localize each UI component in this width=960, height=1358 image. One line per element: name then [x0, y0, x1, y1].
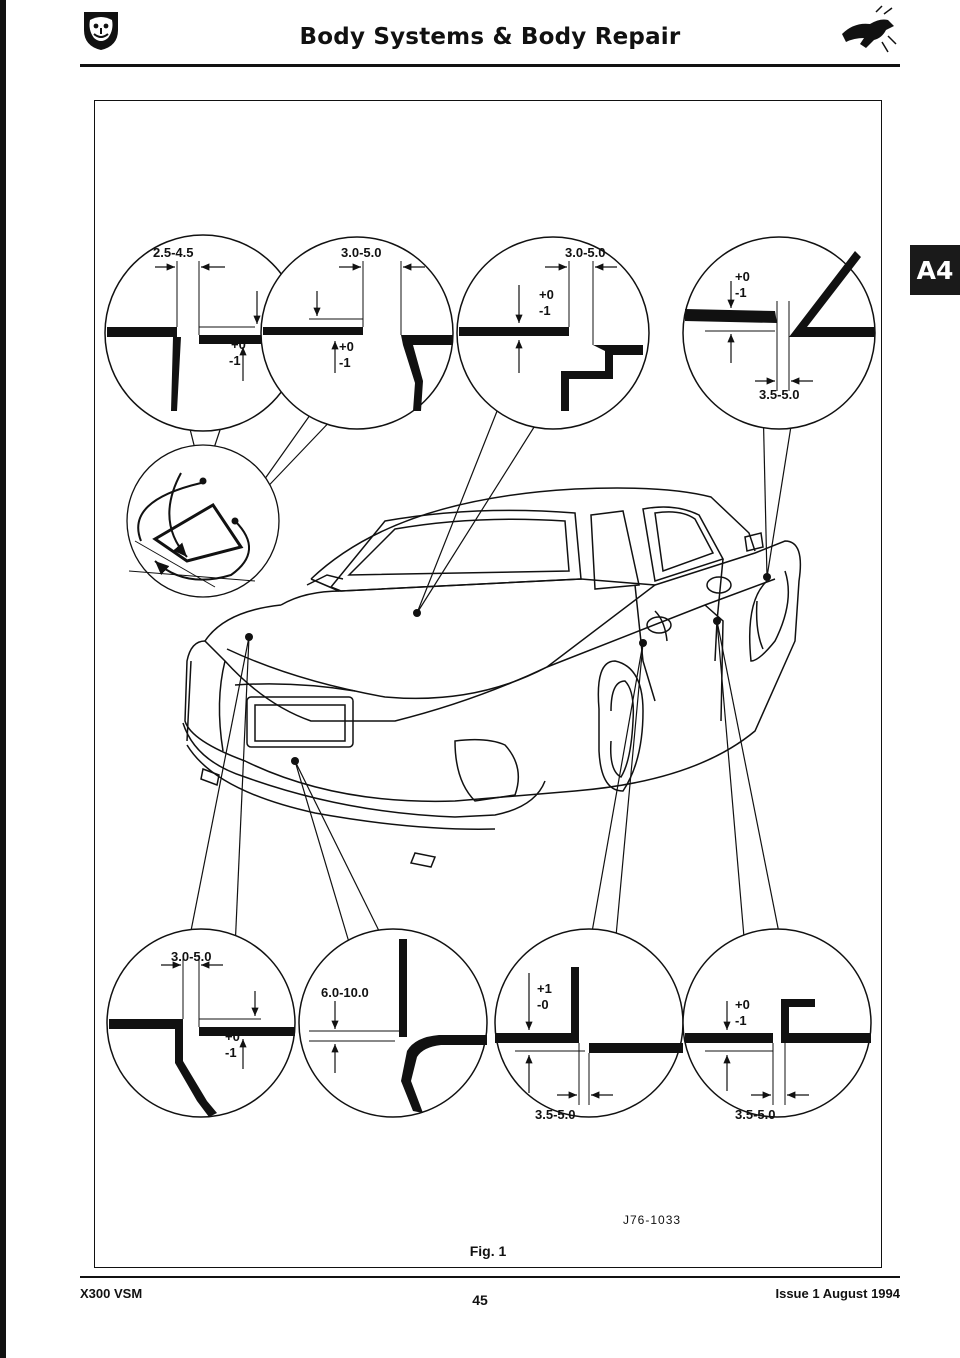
detail-circle-fuel-flap: [126, 444, 280, 598]
gap-label-top-4: 3.5-5.0: [759, 387, 799, 402]
flush-upper-label-top-3: +0: [539, 287, 554, 302]
flush-upper-label-top-1: +0: [231, 337, 246, 352]
footer-issue-date: Issue 1 August 1994: [775, 1286, 900, 1301]
gap-label-bottom-3: 3.5-5.0: [535, 1107, 575, 1122]
page-title: Body Systems & Body Repair: [299, 24, 681, 50]
leader-lines-bottom: [186, 620, 782, 952]
leaping-cat-emblem-icon: [842, 5, 897, 53]
detail-circle-top-4: [682, 236, 876, 430]
gap-label-top-3: 3.0-5.0: [565, 245, 605, 260]
header-rule: [80, 64, 900, 67]
figure-reference-code: J76-1033: [623, 1213, 682, 1227]
flush-lower-label-top-3: -1: [539, 303, 551, 318]
detail-circle-top-1: [104, 234, 302, 432]
flush-lower-label-bottom-1: -1: [225, 1045, 237, 1060]
detail-circle-bottom-4: [682, 928, 872, 1118]
vehicle-outline: [182, 487, 802, 868]
panel-gap-illustration: 2.5-4.5 +0 -1 3.0-5.0 +0 -1 3.0-5.0 +0 -…: [104, 234, 876, 1122]
detail-circle-top-3: [456, 236, 650, 430]
flush-upper-label-bottom-1: +0: [225, 1029, 240, 1044]
figure-frame: 2.5-4.5 +0 -1 3.0-5.0 +0 -1 3.0-5.0 +0 -…: [94, 100, 882, 1268]
gap-label-bottom-4: 3.5-5.0: [735, 1107, 775, 1122]
gap-label-top-2: 3.0-5.0: [341, 245, 381, 260]
gap-label-bottom-2: 6.0-10.0: [321, 985, 369, 1000]
detail-circle-bottom-3: [494, 928, 684, 1118]
flush-lower-label-bottom-3: -0: [537, 997, 549, 1012]
footer-manual-code: X300 VSM: [80, 1286, 143, 1301]
flush-lower-label-top-4: -1: [735, 285, 747, 300]
flush-upper-label-bottom-4: +0: [735, 997, 750, 1012]
flush-upper-label-top-2: +0: [339, 339, 354, 354]
flush-lower-label-bottom-4: -1: [735, 1013, 747, 1028]
detail-circle-bottom-1: [106, 928, 296, 1118]
flush-lower-label-top-1: -1: [229, 353, 241, 368]
footer-rule: [80, 1276, 900, 1278]
page-binding-edge: [0, 0, 6, 1358]
footer-page-number: 45: [472, 1292, 488, 1308]
page-header: Body Systems & Body Repair: [80, 0, 900, 66]
detail-circle-bottom-2: [298, 928, 488, 1118]
gap-label-bottom-1: 3.0-5.0: [171, 949, 211, 964]
section-tab: A4: [910, 245, 960, 295]
detail-circle-top-2: [260, 236, 454, 430]
gap-label-top-1: 2.5-4.5: [153, 245, 193, 260]
flush-lower-label-top-2: -1: [339, 355, 351, 370]
gap-measurement-points: [245, 573, 771, 765]
flush-upper-label-top-4: +0: [735, 269, 750, 284]
figure-caption: Fig. 1: [469, 1243, 507, 1259]
jaguar-head-logo-icon: [84, 12, 118, 50]
flush-upper-label-bottom-3: +1: [537, 981, 552, 996]
